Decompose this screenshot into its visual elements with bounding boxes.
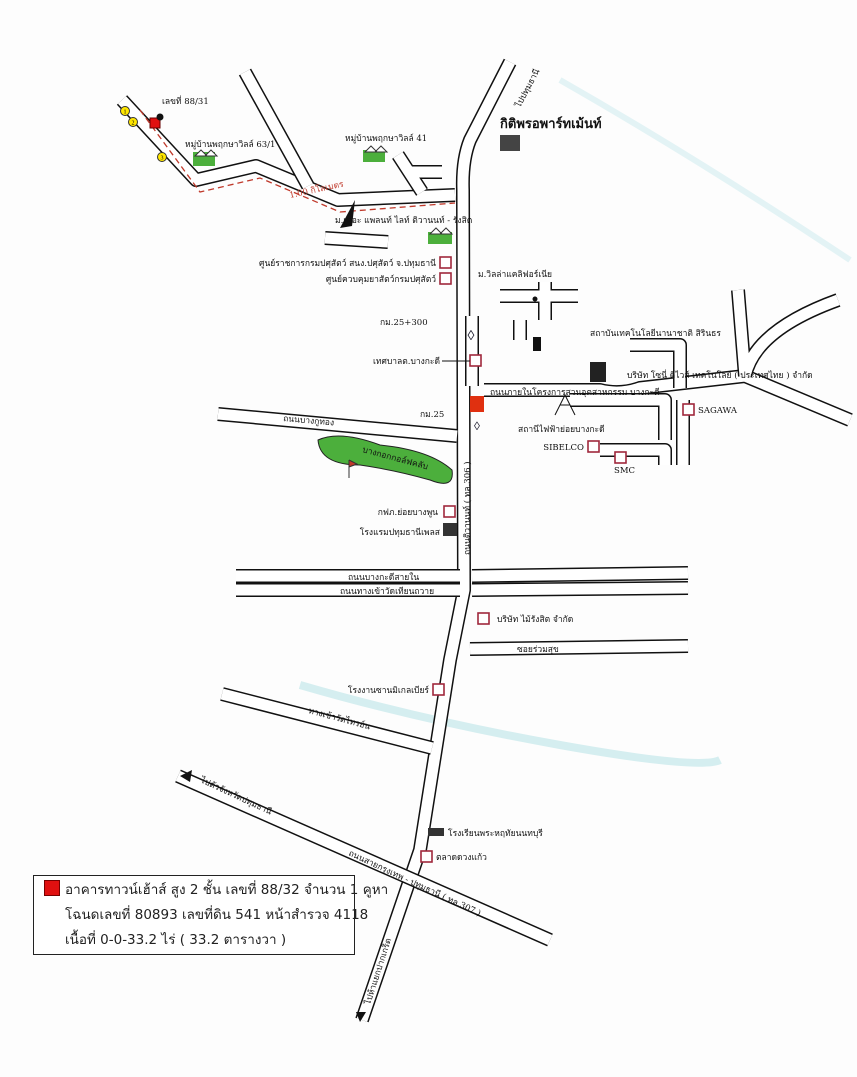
apartment-label: กิติพรอพาร์ทเม้นท์ — [500, 116, 602, 132]
poi-label: SAGAWA — [698, 406, 738, 416]
poi-label: ศูนย์ราชการกรมปศุสัตว์ สนง.ปศุสัตว์ จ.ปท… — [259, 258, 436, 269]
km-label: กม.25 — [420, 410, 444, 420]
poi-marker[interactable] — [477, 612, 490, 625]
direction-label: ไปปทุมธานี — [512, 67, 542, 110]
poi-label: โรงงานซานมิเกลเบียร์ — [348, 685, 430, 696]
subject-label: เลขที่ 88/31 — [162, 95, 209, 107]
poi-marker[interactable] — [587, 440, 600, 453]
road-label: ซอยร่วมสุข — [517, 645, 559, 655]
village-label: หมู่บ้านพฤกษาวิลล์ 41 — [345, 133, 427, 144]
power-tower-icon — [554, 393, 576, 416]
subject-property-marker[interactable] — [149, 117, 161, 129]
poi-label: SIBELCO — [543, 443, 584, 453]
poi-marker[interactable] — [432, 683, 445, 696]
legend-line: อาคารทาวน์เฮ้าส์ สูง 2 ชั้น เลขที่ 88/32… — [65, 882, 389, 898]
poi-label: สถานีไฟฟ้าย่อยบางกะดี — [518, 424, 605, 435]
poi-label: กฟภ.ย่อยบางพูน — [378, 508, 438, 518]
pin-number: 3 — [161, 156, 164, 162]
km-label: กม.25+300 — [380, 318, 428, 328]
poi-label: สถาบันเทคโนโลยีนานาชาติ สิรินธร — [590, 328, 721, 339]
road-label: ถนนบางกะดีสายใน — [348, 572, 419, 583]
legend-line: เนื้อที่ 0-0-33.2 ไร่ ( 33.2 ตารางวา ) — [65, 932, 287, 948]
planet-icon — [340, 200, 355, 228]
direction-label: ไปห้าแยกปากเกร็ด — [361, 936, 394, 1006]
gas-station-icon: ◊ — [474, 419, 480, 433]
arrow-icon — [356, 1012, 366, 1022]
road-label: ถนนบางกูทอง — [283, 414, 335, 428]
poi-marker[interactable] — [682, 403, 695, 416]
house-icon — [428, 227, 454, 244]
arrow-icon — [180, 770, 192, 782]
numbered-pins: 12 3 — [120, 106, 167, 162]
poi-label: โรงแรมปทุมธานีเพลส — [360, 527, 441, 538]
hotel-icon — [443, 523, 457, 536]
poi-label: ศูนย์ควบคุมยาสัตว์กรมปศุสัตว์ — [326, 274, 436, 285]
poi-label: SMC — [614, 466, 635, 476]
poi-label: บริษัท ไม้รังสิต จำกัด — [497, 614, 573, 625]
house-icon — [363, 145, 389, 162]
canal — [298, 681, 722, 767]
road-label: ถนนติวานนท์ ( ทล.306 ) — [462, 461, 473, 555]
poi-marker[interactable] — [614, 451, 627, 464]
road-label: ถนนภายในโครงการสวนอุตสาหกรรม บางกะดี — [490, 387, 660, 398]
school-icon — [428, 828, 444, 836]
poi-label: ม.วิลล่าแคลิฟอร์เนีย — [478, 269, 552, 280]
poi-label: โรงเรียนพระหฤทัยนนทบุรี — [448, 828, 543, 839]
subject-swatch — [44, 880, 60, 896]
pin-number: 1 — [124, 110, 127, 116]
poi-marker[interactable] — [420, 850, 433, 863]
poi-marker[interactable] — [443, 505, 456, 518]
pin-icon — [156, 113, 164, 121]
legend-box: อาคารทาวน์เฮ้าส์ สูง 2 ชั้น เลขที่ 88/32… — [33, 875, 388, 955]
poi-label: ตลาดดวงแก้ว — [436, 852, 487, 863]
building-icon — [533, 337, 541, 351]
poi-marker[interactable] — [469, 354, 482, 367]
poi-label: เทศบาลต.บางกะดี — [373, 356, 440, 367]
institute-icon — [590, 362, 606, 382]
road-label: ถนนทางเข้าวัดเทียนถวาย — [340, 586, 434, 597]
house-icon — [193, 149, 219, 166]
pin-number: 2 — [132, 121, 135, 127]
village-label: ม.เดอะ แพลนท์ ไลท์ ติวานนท์ - รังสิต — [335, 215, 472, 226]
poi-marker[interactable] — [439, 272, 452, 285]
building-icon — [500, 135, 520, 151]
canal — [558, 77, 852, 263]
dot-icon — [532, 296, 538, 302]
village-label: หมู่บ้านพฤกษาวิลล์ 63/1 — [185, 139, 275, 150]
flag-icon — [348, 459, 359, 478]
legend-line: โฉนดเลขที่ 80893 เลขที่ดิน 541 หน้าสำรวจ… — [65, 907, 369, 923]
shell-station-icon — [470, 396, 484, 412]
bank-icon: ◊ — [468, 329, 475, 344]
route-line — [139, 109, 456, 213]
poi-marker[interactable] — [439, 256, 452, 269]
golf-course — [317, 435, 453, 484]
poi-label: บริษัท โซนี่ ดีไวส์ เทคโนโลยี ( ประเทศไท… — [627, 369, 813, 381]
